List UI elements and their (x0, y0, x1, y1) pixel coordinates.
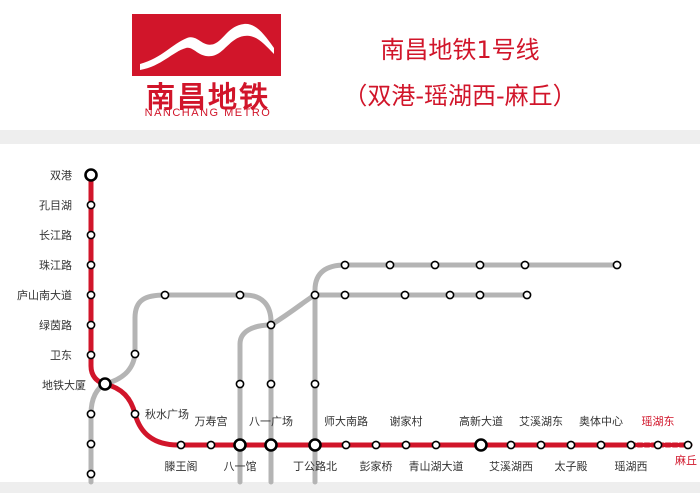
station-label-qiushuiguangchang: 秋水广场 (145, 407, 189, 421)
line1-station-h6[interactable] (371, 440, 381, 450)
logo-english-text: NANCHANG METRO (144, 107, 272, 119)
station-label-changjianglu: 长江路 (39, 229, 72, 242)
grey-line-a (102, 292, 274, 485)
other-line-station-11[interactable] (475, 290, 485, 300)
other-line-station-3[interactable] (130, 409, 140, 419)
station-label-aotizhongxin: 奥体中心 (579, 414, 623, 428)
other-line-station-16[interactable] (475, 260, 485, 270)
other-line-station-7[interactable] (310, 290, 320, 300)
station-label-yaohuxi: 瑶湖西 (615, 460, 648, 473)
line1-future-station-maqiu[interactable] (683, 440, 693, 450)
page-subtitle: （双港-瑶湖西-麻丘） (343, 82, 577, 110)
station-label-bayiguan: 八一馆 (224, 459, 257, 473)
page-title: 南昌地铁1号线 (380, 36, 540, 64)
station-label-weidong: 卫东 (50, 349, 72, 362)
other-line-station-2[interactable] (130, 349, 140, 359)
line1-station-v0[interactable] (84, 168, 98, 182)
other-line-station-20[interactable] (86, 409, 96, 419)
grey-line-c (312, 262, 620, 485)
station-label-lushannandadao: 庐山南大道 (17, 288, 72, 302)
nanchang-metro-logo (132, 14, 281, 76)
logo-mark-icon (140, 23, 274, 70)
other-line-station-10[interactable] (445, 290, 455, 300)
station-label-dinggonglubei: 丁公路北 (293, 460, 337, 473)
line1-station-h0[interactable] (176, 440, 186, 450)
station-label-taizidian: 太子殿 (555, 460, 588, 473)
header: 南昌地铁 NANCHANG METRO 南昌地铁1号线 （双港-瑶湖西-麻丘） (0, 0, 700, 132)
line1-station-h9[interactable] (474, 438, 488, 452)
line1-station-v3[interactable] (86, 260, 96, 270)
grey-line-b (237, 292, 530, 485)
line1-station-h14[interactable] (626, 440, 636, 450)
divider-band (0, 130, 700, 144)
other-line-station-18[interactable] (612, 260, 622, 270)
other-line-station-22[interactable] (86, 469, 96, 479)
other-line-station-1[interactable] (235, 290, 245, 300)
other-line-station-8[interactable] (340, 290, 350, 300)
station-label-zhujianglu: 珠江路 (39, 258, 72, 272)
other-line-station-19[interactable] (310, 379, 320, 389)
other-line-station-13[interactable] (340, 260, 350, 270)
line1-station-h12[interactable] (566, 440, 576, 450)
line1-station-h10[interactable] (506, 440, 516, 450)
station-label-aixihuxi: 艾溪湖西 (489, 460, 533, 473)
line1-transfer-ditiedasha[interactable] (98, 377, 112, 391)
line1-station-h11[interactable] (536, 440, 546, 450)
bottom-band (0, 482, 700, 493)
station-label-qingshanhudadao: 青山湖大道 (409, 459, 464, 473)
station-label-xiejiacun: 谢家村 (390, 414, 423, 428)
station-label-tengwangge: 滕王阁 (165, 459, 198, 473)
line1-station-v4[interactable] (86, 290, 96, 300)
station-label-wanshougong: 万寿宫 (195, 414, 228, 428)
station-label-gaoxindadao: 高新大道 (459, 414, 503, 428)
station-label-ditiedasha: 地铁大厦 (42, 378, 86, 392)
station-label-pengjiaqiao: 彭家桥 (360, 459, 393, 473)
station-label-lvyinlu: 绿茵路 (39, 318, 72, 332)
grey-line-d (88, 381, 108, 485)
station-label-yaohudong: 瑶湖东 (642, 415, 675, 428)
line1-future-station-yaohudong[interactable] (653, 440, 663, 450)
line1-track (88, 172, 634, 448)
other-line-station-6[interactable] (266, 379, 276, 389)
line1-station-h8[interactable] (431, 440, 441, 450)
line1-station-h5[interactable] (341, 440, 351, 450)
logo-chinese-text: 南昌地铁 (145, 80, 270, 114)
station-label-bayiguangchang: 八一广场 (249, 414, 293, 428)
line1-station-h4[interactable] (308, 438, 322, 452)
line1-station-h3[interactable] (264, 438, 278, 452)
other-line-station-0[interactable] (160, 290, 170, 300)
other-line-station-21[interactable] (86, 439, 96, 449)
line1-station-v5[interactable] (86, 320, 96, 330)
station-label-shidananlu: 师大南路 (324, 414, 368, 428)
other-line-station-17[interactable] (520, 260, 530, 270)
other-line-station-5[interactable] (235, 379, 245, 389)
line1-station-v1[interactable] (86, 200, 96, 210)
line1-station-h7[interactable] (401, 440, 411, 450)
line1-station-h13[interactable] (596, 440, 606, 450)
line1-station-h1[interactable] (206, 440, 216, 450)
other-line-station-4[interactable] (266, 320, 276, 330)
other-line-station-9[interactable] (400, 290, 410, 300)
line1-station-v6[interactable] (86, 350, 96, 360)
other-line-station-14[interactable] (385, 260, 395, 270)
line1-station-h2[interactable] (233, 438, 247, 452)
station-label-maqiu: 麻丘 (675, 453, 697, 467)
station-label-aixihudong: 艾溪湖东 (519, 415, 563, 428)
station-label-shuanggang: 双港 (50, 169, 72, 182)
other-line-station-15[interactable] (430, 260, 440, 270)
other-line-station-12[interactable] (522, 290, 532, 300)
station-label-kongmuhu: 孔目湖 (39, 199, 72, 212)
line1-station-v2[interactable] (86, 230, 96, 240)
